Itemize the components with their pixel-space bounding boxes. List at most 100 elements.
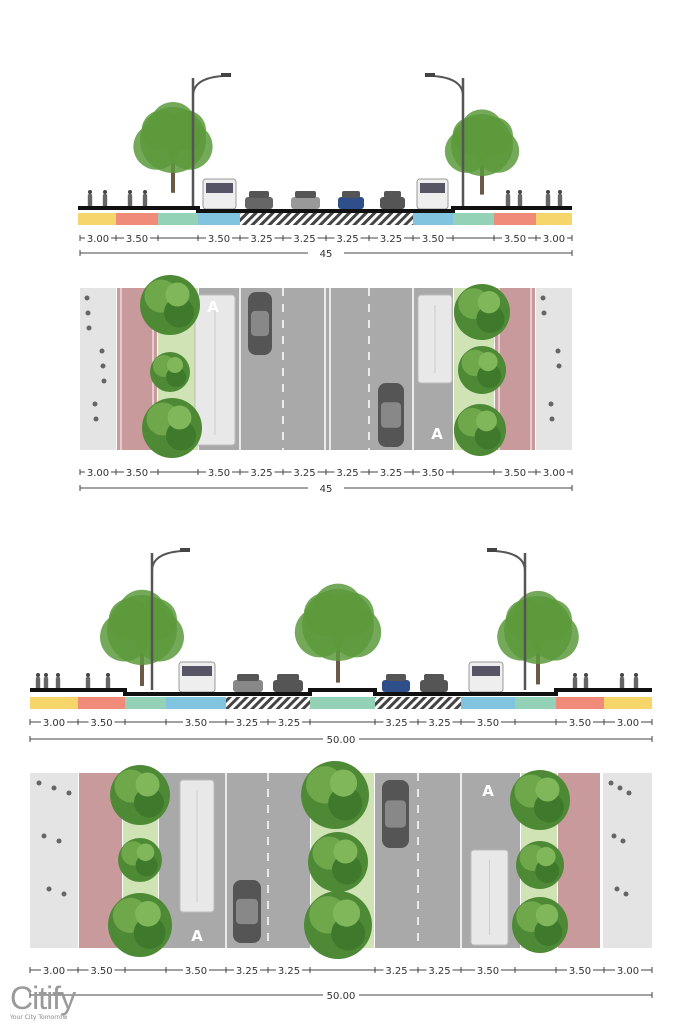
tree-crown <box>135 598 177 641</box>
pedestrian <box>633 673 639 690</box>
tree-crown <box>330 592 374 636</box>
bus-lane-marking: A <box>191 927 203 945</box>
car-body <box>245 197 273 209</box>
car-top-view <box>378 383 404 447</box>
pedestrian <box>55 673 61 690</box>
street-light-lamp <box>425 73 435 77</box>
pedestrian-body <box>55 677 61 690</box>
dimension-label: 3.50 <box>477 966 499 977</box>
dimension-label-bg <box>308 482 344 494</box>
tree-canopy-leaf <box>328 786 363 821</box>
dimension-label-bg <box>323 733 359 745</box>
pedestrian-head <box>86 673 90 677</box>
tree-canopy-leaf <box>534 918 563 946</box>
dimension-label: 3.25 <box>236 966 258 977</box>
tree-canopy-leaf <box>333 839 358 864</box>
dimension-label-bg <box>426 964 453 976</box>
bus-windshield <box>472 666 500 676</box>
dimension-label: 3.50 <box>90 966 112 977</box>
tree-canopy-leaf <box>135 901 161 927</box>
car-top-view <box>248 292 272 355</box>
car-windshield <box>249 191 269 198</box>
pedestrian-body <box>572 677 578 690</box>
tree-canopy-leaf <box>135 772 160 797</box>
car <box>380 191 405 209</box>
car <box>420 674 448 692</box>
dimension-label: 3.25 <box>293 468 315 479</box>
pedestrian <box>142 190 148 207</box>
sidewalk-band <box>78 213 116 225</box>
pedestrian-top-view <box>548 401 554 407</box>
bus-top-view <box>179 779 215 913</box>
tree-canopy <box>110 765 170 825</box>
dimension-label-bg <box>124 232 150 244</box>
car-windshield <box>381 402 401 428</box>
pedestrian-body <box>142 194 148 207</box>
traffic-lane-band <box>375 697 461 709</box>
dimension-label: 3.00 <box>43 718 65 729</box>
pedestrian-head <box>88 190 92 194</box>
dimension-label: 3.25 <box>428 718 450 729</box>
car <box>273 674 303 692</box>
dimension-label-bg <box>567 964 593 976</box>
sidewalk-band <box>30 697 78 709</box>
dimension-label: 3.00 <box>617 966 639 977</box>
tree-canopy <box>512 897 568 953</box>
pedestrian-body <box>619 677 625 690</box>
dimension-label: 3.25 <box>380 468 402 479</box>
sidewalk <box>603 773 652 948</box>
green-strip-band <box>125 697 166 709</box>
dimension-label-bg <box>383 964 410 976</box>
pedestrian-top-view <box>46 886 52 892</box>
tree-canopy <box>301 761 369 829</box>
dimension-label: 3.25 <box>336 468 358 479</box>
tree-canopy <box>516 841 564 889</box>
pedestrian-top-view <box>56 838 62 844</box>
green-strip-band <box>158 213 198 225</box>
dimension-label-bg <box>124 466 150 478</box>
pedestrian-top-view <box>86 325 92 331</box>
tree-crown <box>166 110 206 150</box>
section-2-elevation <box>30 548 652 709</box>
dimension-label-bg <box>378 232 404 244</box>
dimension-label-bg <box>475 964 501 976</box>
tree-canopy-leaf <box>476 410 497 432</box>
dimension-label: 3.25 <box>278 718 300 729</box>
dimension-label: 3.25 <box>250 468 272 479</box>
pedestrian-top-view <box>611 833 617 839</box>
tree <box>133 102 213 193</box>
tree-canopy <box>140 275 200 335</box>
dimension-label: 3.00 <box>43 966 65 977</box>
street-light <box>425 73 465 208</box>
pedestrian-top-view <box>556 363 562 369</box>
dimension-label: 3.50 <box>185 718 207 729</box>
tree-canopy-leaf <box>476 305 505 333</box>
dimension-label: 3.25 <box>336 234 358 245</box>
pedestrian-top-view <box>99 348 105 354</box>
pedestrian-head <box>128 190 132 194</box>
pedestrian-body <box>633 677 639 690</box>
pedestrian-top-view <box>51 785 57 791</box>
dimension-label-bg <box>183 964 209 976</box>
tree-canopy <box>510 770 570 830</box>
pedestrian <box>583 673 589 690</box>
pedestrian-head <box>143 190 147 194</box>
pedestrian-head <box>103 190 107 194</box>
bus <box>416 178 449 210</box>
tree-canopy-leaf <box>135 854 158 877</box>
pedestrian-top-view <box>66 790 72 796</box>
pedestrian-head <box>573 673 577 677</box>
car-body <box>291 197 320 209</box>
logo-name: Citify <box>10 980 76 1016</box>
car-body <box>382 680 410 692</box>
pedestrian-top-view <box>540 295 546 301</box>
tree-canopy-leaf <box>534 792 564 823</box>
pedestrian-head <box>546 190 550 194</box>
dimension-label-bg <box>248 466 275 478</box>
tree-canopy-leaf <box>165 282 190 307</box>
car-body <box>273 680 303 692</box>
dimension-label-bg <box>334 232 361 244</box>
tree-canopy <box>454 404 506 456</box>
pedestrian <box>105 673 111 690</box>
